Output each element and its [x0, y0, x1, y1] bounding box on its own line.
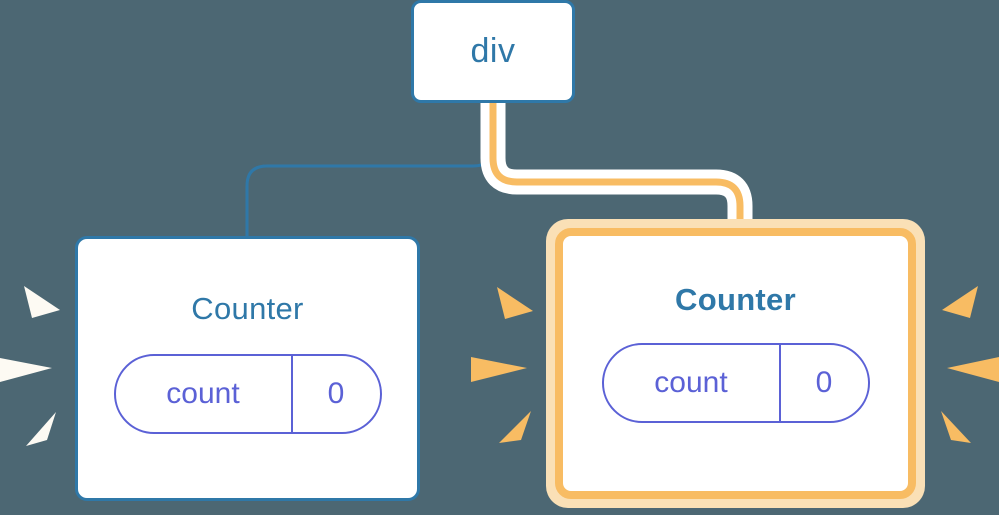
burst-ray: [497, 287, 533, 319]
node-counter-right-body: Counter count 0: [563, 236, 908, 491]
node-counter-right-highlight-ring: Counter count 0: [555, 228, 916, 499]
edge-div-to-counter-left: [245, 101, 495, 241]
node-div-label: div: [470, 32, 516, 70]
state-key-label: count: [116, 356, 293, 432]
edge-div-to-counter-right: [489, 99, 744, 240]
burst-middle: [471, 287, 533, 443]
burst-ray: [941, 411, 971, 443]
state-value-label: 0: [327, 377, 345, 410]
state-pill-count-right[interactable]: count 0: [601, 343, 870, 423]
node-counter-left-label: Counter: [191, 291, 304, 326]
state-pill-count-left[interactable]: count 0: [113, 354, 382, 434]
state-value-label: 0: [815, 366, 833, 399]
burst-ray: [0, 358, 52, 382]
burst-ray: [471, 357, 527, 382]
node-counter-left-body: Counter count 0: [78, 239, 417, 498]
node-counter-right[interactable]: Counter count 0: [546, 219, 925, 508]
burst-ray: [24, 286, 60, 318]
burst-ray: [26, 412, 56, 446]
node-counter-right-label: Counter: [675, 282, 796, 317]
burst-right-outer: [941, 286, 999, 443]
node-counter-left[interactable]: Counter count 0: [75, 236, 420, 501]
burst-ray: [947, 357, 999, 382]
burst-ray: [942, 286, 978, 318]
burst-left-outer: [0, 286, 60, 446]
node-div[interactable]: div: [411, 0, 575, 103]
burst-ray: [499, 411, 531, 443]
state-key-label: count: [604, 345, 781, 421]
edge-div-to-counter-right-halo: [480, 90, 753, 249]
